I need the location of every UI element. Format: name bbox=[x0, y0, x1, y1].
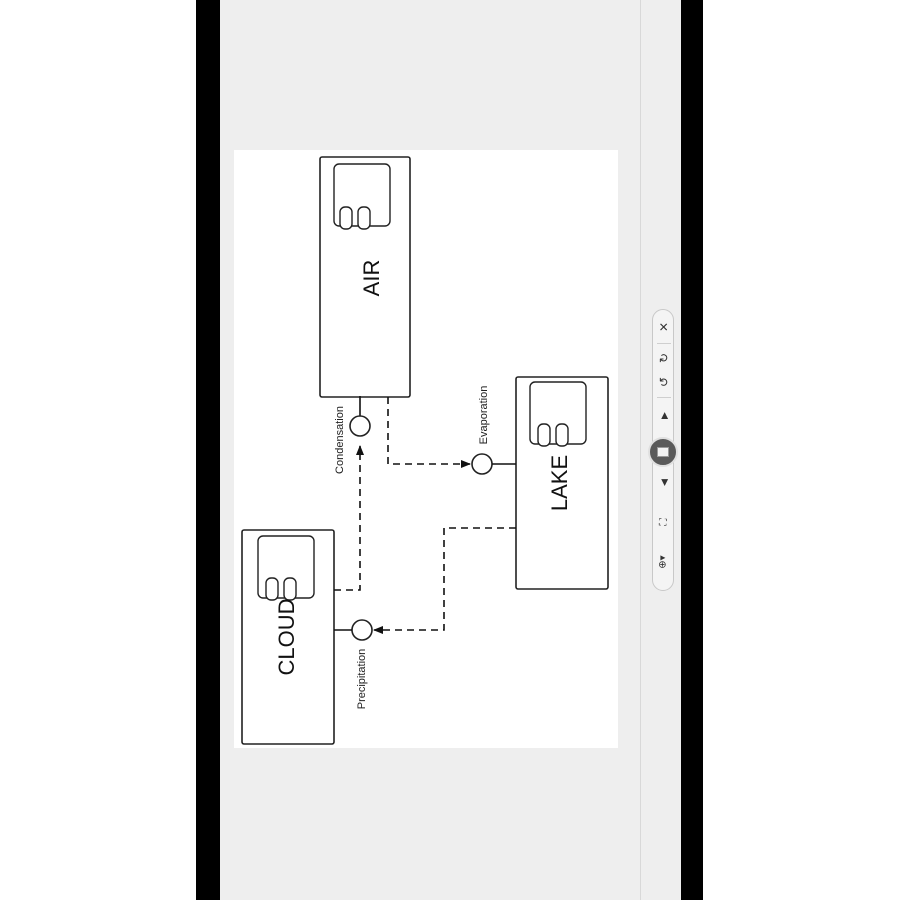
viewer-divider bbox=[640, 0, 641, 900]
air-box-label: AIR bbox=[359, 260, 384, 297]
evaporation-flow[interactable]: Evaporation bbox=[387, 386, 516, 475]
letterbox-left bbox=[196, 0, 220, 900]
zoom-icon: ⊕▾ bbox=[658, 555, 669, 569]
undo-icon: ↺ bbox=[657, 376, 671, 388]
current-page-button[interactable] bbox=[648, 437, 678, 467]
cloud-box-label: CLOUD bbox=[274, 598, 299, 675]
zoom-button[interactable]: ⊕▾ bbox=[653, 551, 675, 573]
previous-page-icon: ◀ bbox=[658, 478, 669, 486]
lake-box-label: LAKE bbox=[547, 455, 572, 511]
condensation-flow[interactable]: Condensation bbox=[334, 396, 371, 591]
precipitation-valve[interactable] bbox=[351, 619, 373, 641]
air-box[interactable]: AIR bbox=[319, 156, 411, 398]
diagram-page: AIR LAKE CLOUD Condensation bbox=[234, 150, 618, 748]
close-button[interactable]: ✕ bbox=[653, 316, 675, 338]
condensation-valve[interactable] bbox=[349, 415, 371, 437]
flow-diagram: AIR LAKE CLOUD Condensation bbox=[241, 156, 609, 745]
next-page-button[interactable]: ▶ bbox=[653, 404, 675, 426]
current-page-icon bbox=[657, 447, 669, 457]
close-icon: ✕ bbox=[657, 321, 671, 333]
viewer-toolbar: ✕ ↻ ↺ ▶ ◀ ⛶ ⊕▾ bbox=[648, 309, 678, 591]
precipitation-label: Precipitation bbox=[356, 649, 368, 710]
toolbar-divider bbox=[657, 343, 671, 344]
lake-box[interactable]: LAKE bbox=[515, 376, 609, 590]
undo-button[interactable]: ↺ bbox=[653, 371, 675, 393]
toolbar-divider bbox=[657, 397, 671, 398]
evaporation-valve[interactable] bbox=[471, 453, 493, 475]
fit-page-icon: ⛶ bbox=[658, 518, 669, 526]
next-page-icon: ▶ bbox=[658, 411, 669, 419]
redo-icon: ↻ bbox=[657, 352, 671, 364]
evaporation-label: Evaporation bbox=[478, 386, 490, 445]
fit-page-button[interactable]: ⛶ bbox=[653, 511, 675, 533]
previous-page-button[interactable]: ◀ bbox=[653, 471, 675, 493]
precipitation-flow[interactable]: Precipitation bbox=[334, 527, 516, 710]
condensation-label: Condensation bbox=[334, 406, 346, 474]
cloud-box[interactable]: CLOUD bbox=[241, 529, 335, 745]
letterbox-right bbox=[681, 0, 703, 900]
redo-button[interactable]: ↻ bbox=[653, 347, 675, 369]
